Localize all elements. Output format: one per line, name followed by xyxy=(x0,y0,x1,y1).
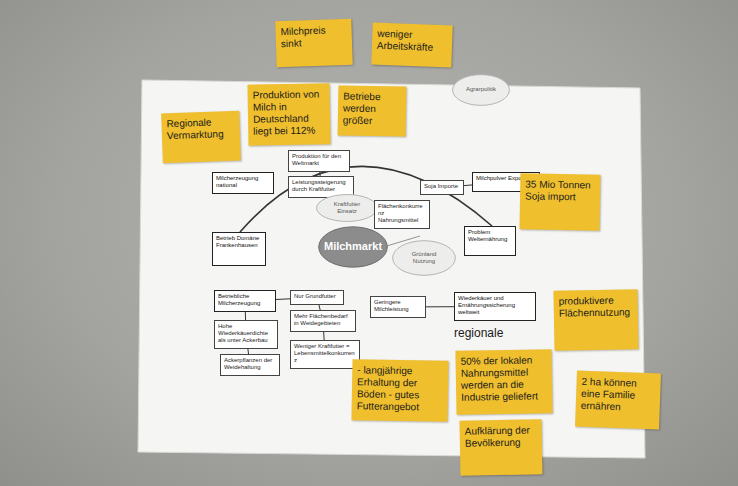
topic-ellipse: Grünland Nutzung xyxy=(392,240,456,276)
node-text: 35 Mio Tonnen Soja import xyxy=(525,178,595,203)
node-text: Wiederkäuer und Ernährungssicherung welt… xyxy=(458,295,532,317)
sticky-note: 2 ha können eine Familie ernähren xyxy=(575,371,661,430)
sticky-note: weniger Arbeitskräfte xyxy=(371,23,452,68)
ellipse-shape xyxy=(319,227,388,267)
ellipse-shape xyxy=(393,241,456,276)
topic-box: Betrieb Domäne Frankenhausen xyxy=(212,232,266,266)
node-text: Produktion von Milch in Deutschland lieg… xyxy=(253,88,326,137)
sticky-note: Produktion von Milch in Deutschland lieg… xyxy=(247,83,330,145)
connector-line xyxy=(276,298,290,300)
node-text: Leistungssteigerung durch Kraftfutter xyxy=(292,179,350,193)
node-text: Aufklärung der Bevölkerung xyxy=(465,424,537,449)
node-text: Milchmarkt xyxy=(324,240,382,253)
process-box: Flächenkonkurrenz Nahrungsmittel xyxy=(374,200,430,229)
sticky-note: 35 Mio Tonnen Soja import xyxy=(520,173,601,230)
node-text: Regionale Vermarktung xyxy=(166,116,235,142)
process-box: Soja Importe xyxy=(420,180,464,195)
node-text: Nur Grundfutter xyxy=(294,293,340,300)
process-box: Geringere Milchleistung xyxy=(370,296,426,318)
node-text: Ackerpflanzen der Weidehaltung xyxy=(224,357,276,371)
sticky-note: produktivere Flächennutzung xyxy=(553,289,638,350)
process-box: Ackerpflanzen der Weidehaltung xyxy=(220,354,280,376)
sticky-note: 50% der lokalen Nahrungsmittel werden an… xyxy=(455,349,552,415)
node-text: Betrieb Domäne Frankenhausen xyxy=(216,235,262,249)
connector-line xyxy=(245,312,246,320)
ellipse-shape xyxy=(317,195,378,222)
node-text: Betriebliche Milcherzeugung xyxy=(218,293,272,307)
node-text: Problem Welternährung xyxy=(468,229,512,243)
topic-box: Problem Welternährung xyxy=(464,226,516,256)
topic-box: Betriebliche Milcherzeugung xyxy=(214,290,276,312)
sticky-note: Betriebe werden größer xyxy=(338,85,407,136)
node-text: Produktion für den Weltmarkt xyxy=(292,153,346,167)
connector-line xyxy=(426,306,454,307)
node-text: Milcherzeugung national xyxy=(216,175,270,189)
ellipse-shape xyxy=(453,75,510,106)
node-text: Betriebe werden größer xyxy=(343,90,402,127)
node-text: 2 ha können eine Familie ernähren xyxy=(581,376,656,415)
process-box: Weniger Kraftfutter = Lebensmittelkonkur… xyxy=(290,340,360,369)
node-text: produktivere Flächennutzung xyxy=(559,294,633,319)
process-box: Nur Grundfutter xyxy=(290,290,344,305)
node-text: - langjährige Erhaltung der Böden - gute… xyxy=(357,364,444,413)
process-box: Produktion für den Weltmarkt xyxy=(288,150,350,172)
connector-line xyxy=(464,184,472,186)
node-text: Kraftfutter Einsatz xyxy=(328,201,366,215)
sticky-note: Milchpreis sinkt xyxy=(275,19,353,68)
node-text: Flächenkonkurrenz Nahrungsmittel xyxy=(378,203,426,225)
node-text: Weniger Kraftfutter = Lebensmittelkonkur… xyxy=(294,343,356,365)
handwritten-note: regionale xyxy=(454,326,503,340)
sticky-note: - langjährige Erhaltung der Böden - gute… xyxy=(351,359,448,422)
node-text: weniger Arbeitskräfte xyxy=(377,28,448,54)
node-text: Geringere Milchleistung xyxy=(374,299,422,313)
node-text: Agrarpolitik xyxy=(466,86,496,93)
topic-ellipse: Kraftfutter Einsatz xyxy=(316,194,378,222)
node-text: Mehr Flächenbedarf in Weidegebieten xyxy=(294,313,352,327)
sticky-note: Regionale Vermarktung xyxy=(161,111,241,164)
connector-line xyxy=(323,332,324,340)
process-box: Mehr Flächenbedarf in Weidegebieten xyxy=(290,310,356,332)
topic-ellipse: Agrarpolitik xyxy=(452,74,510,106)
sticky-note: Aufklärung der Bevölkerung xyxy=(460,419,543,475)
node-text: Hohe Wiederkäuerdichte als unter Ackerba… xyxy=(218,323,274,345)
node-text: 50% der lokalen Nahrungsmittel werden an… xyxy=(461,354,548,403)
node-text: Grünland Nutzung xyxy=(404,251,444,265)
process-box: Hohe Wiederkäuerdichte als unter Ackerba… xyxy=(214,320,278,349)
topic-box: Milcherzeugung national xyxy=(212,172,274,194)
node-text: Soja Importe xyxy=(424,183,460,190)
node-text: Milchpreis sinkt xyxy=(280,24,347,50)
arc-line xyxy=(240,166,492,232)
topic-box: Wiederkäuer und Ernährungssicherung welt… xyxy=(454,292,536,321)
poster-paper xyxy=(138,80,645,458)
center-ellipse: Milchmarkt xyxy=(318,226,388,268)
